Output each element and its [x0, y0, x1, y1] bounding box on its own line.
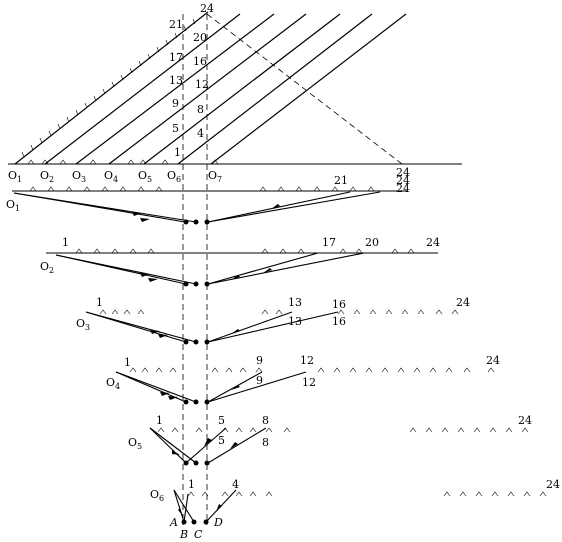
svg-text:21: 21: [334, 174, 348, 187]
bottom-point-labels: A B C D: [169, 516, 223, 541]
svg-text:O1: O1: [6, 198, 20, 213]
right-number-column: 20 16 12 8 4: [193, 31, 209, 140]
point-c-label: C: [194, 528, 203, 541]
svg-text:17: 17: [322, 236, 336, 249]
svg-text:17: 17: [169, 51, 183, 64]
svg-text:9: 9: [172, 97, 179, 110]
svg-text:13: 13: [288, 315, 302, 328]
svg-text:O6: O6: [150, 488, 164, 503]
svg-text:20: 20: [365, 236, 379, 249]
svg-text:4: 4: [232, 478, 239, 491]
svg-text:O2: O2: [40, 169, 54, 184]
svg-text:24: 24: [518, 414, 532, 427]
svg-text:12: 12: [300, 354, 314, 367]
svg-text:1: 1: [62, 236, 69, 249]
svg-text:24: 24: [396, 182, 410, 195]
svg-text:24: 24: [396, 174, 410, 187]
left-number-column: 21 17 13 9 5 1: [169, 18, 183, 159]
svg-text:1: 1: [174, 146, 181, 159]
row-3: O3 1 13 16 24 13 16: [76, 296, 470, 345]
svg-text:5: 5: [172, 122, 179, 135]
svg-text:4: 4: [197, 127, 204, 140]
svg-text:O1: O1: [8, 169, 22, 184]
svg-text:9: 9: [256, 374, 263, 387]
row-4: O4 1 9 12 24 9 12: [106, 354, 500, 405]
point-a-label: A: [169, 516, 178, 529]
svg-text:O7: O7: [208, 169, 222, 184]
svg-text:12: 12: [302, 376, 316, 389]
svg-text:21: 21: [169, 18, 183, 31]
svg-text:16: 16: [193, 55, 207, 68]
dashed-guides: [182, 13, 403, 525]
svg-text:9: 9: [256, 354, 263, 367]
svg-text:13: 13: [288, 296, 302, 309]
row-2: O2 1 17 20 24: [40, 236, 440, 287]
svg-text:8: 8: [262, 436, 269, 449]
svg-text:24: 24: [546, 478, 560, 491]
ground-hatch: [27, 159, 219, 165]
row-1: O1 21 24 24: [6, 174, 410, 225]
svg-text:1: 1: [124, 356, 131, 369]
svg-text:5: 5: [218, 434, 225, 447]
svg-text:24: 24: [456, 296, 470, 309]
top-field: 24 21 17 13 9 5 1 20 16 12 8 4 24 O1 O2 …: [8, 2, 462, 525]
svg-text:O4: O4: [104, 169, 118, 184]
point-b-label: B: [179, 528, 188, 541]
base-right-label: 24: [396, 166, 410, 179]
row-6: O6 1 4 24: [150, 478, 560, 525]
svg-text:O3: O3: [72, 169, 86, 184]
svg-text:1: 1: [96, 296, 103, 309]
apex-label: 24: [200, 2, 214, 15]
svg-text:12: 12: [195, 78, 209, 91]
diagonal-lines: [14, 11, 407, 165]
svg-text:16: 16: [332, 298, 346, 311]
svg-text:O2: O2: [40, 260, 54, 275]
svg-text:O6: O6: [167, 169, 181, 184]
svg-text:O4: O4: [106, 376, 120, 391]
svg-text:O5: O5: [128, 436, 142, 451]
svg-text:O5: O5: [138, 169, 152, 184]
svg-text:8: 8: [262, 414, 269, 427]
svg-text:O3: O3: [76, 317, 90, 332]
row-5: O5 1 5 8 24 5 8: [128, 414, 532, 466]
svg-text:13: 13: [169, 74, 183, 87]
svg-text:24: 24: [426, 236, 440, 249]
svg-text:20: 20: [193, 31, 207, 44]
svg-text:24: 24: [486, 354, 500, 367]
point-d-label: D: [213, 516, 223, 529]
svg-text:5: 5: [218, 414, 225, 427]
svg-text:1: 1: [156, 414, 163, 427]
origin-labels: O1 O2 O3 O4 O5 O6 O7: [8, 169, 222, 184]
svg-text:16: 16: [332, 315, 346, 328]
diagonal-hatch: [21, 18, 196, 158]
svg-text:1: 1: [188, 478, 195, 491]
svg-text:8: 8: [197, 103, 204, 116]
